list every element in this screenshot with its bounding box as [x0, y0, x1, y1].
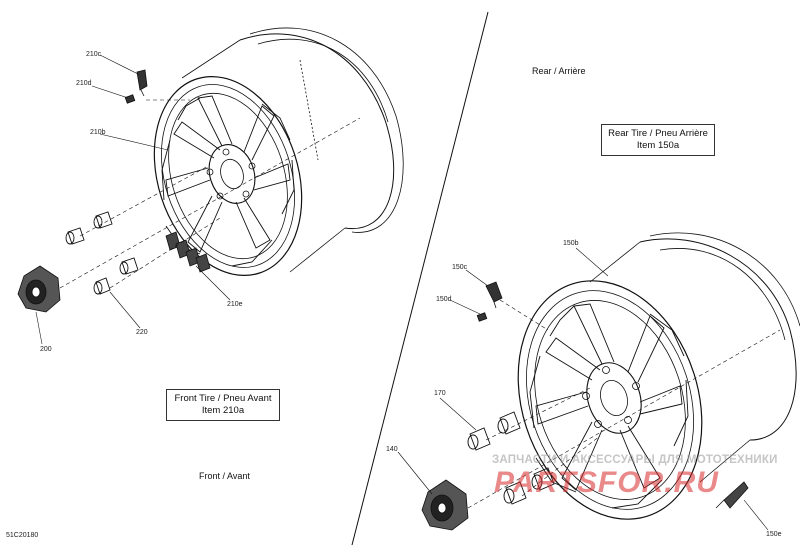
rear-valve-stem: [476, 281, 503, 322]
front-center-lines: [59, 99, 361, 289]
callout-210e: 210e: [227, 301, 243, 308]
callout-150c: 150c: [452, 264, 468, 271]
watermark-tagline: ЗАПЧАСТИ И АКСЕССУАРЫ ДЛЯ МОТОТЕХНИКИ: [492, 454, 778, 466]
callout-210b: 210b: [90, 129, 106, 136]
callout-200: 200: [40, 346, 52, 353]
watermark-logo: PARTSFOR.RU: [494, 466, 719, 499]
callout-220: 220: [136, 329, 148, 336]
front-wheel: [153, 27, 404, 276]
rear-tire-note: Rear Tire / Pneu Arrière Item 150a: [601, 124, 715, 156]
rear-tire-note-line1: Rear Tire / Pneu Arrière: [608, 128, 708, 139]
callout-150d: 150d: [436, 296, 452, 303]
callout-150b: 150b: [563, 240, 579, 247]
front-tire-note: Front Tire / Pneu Avant Item 210a: [166, 389, 280, 421]
rear-center-lines: [467, 299, 781, 509]
front-wheel-weights: [165, 231, 211, 273]
front-tire-note-line1: Front Tire / Pneu Avant: [174, 393, 272, 404]
section-divider: [351, 11, 489, 546]
callout-150e: 150e: [766, 531, 782, 538]
rear-section-label: Rear / Arrière: [532, 66, 586, 76]
callout-210c: 210c: [86, 51, 102, 58]
front-valve-stem: [124, 69, 148, 104]
front-lug-nuts: [65, 211, 139, 295]
rear-tire-note-line2: Item 150a: [636, 140, 680, 151]
callout-140: 140: [386, 446, 398, 453]
document-number: 51C20180: [6, 532, 39, 539]
front-tire-note-line2: Item 210a: [201, 405, 245, 416]
rear-leader-lines: [397, 247, 769, 531]
front-leader-lines: [35, 54, 231, 345]
front-hub: [17, 265, 61, 313]
rear-hub: [421, 479, 469, 531]
front-section-label: Front / Avant: [199, 471, 250, 481]
rear-wheel: [517, 232, 800, 520]
callout-210d: 210d: [76, 80, 92, 87]
rear-wheel-weight: [715, 481, 749, 509]
rear-lug-nuts: [467, 411, 555, 505]
callout-170: 170: [434, 390, 446, 397]
